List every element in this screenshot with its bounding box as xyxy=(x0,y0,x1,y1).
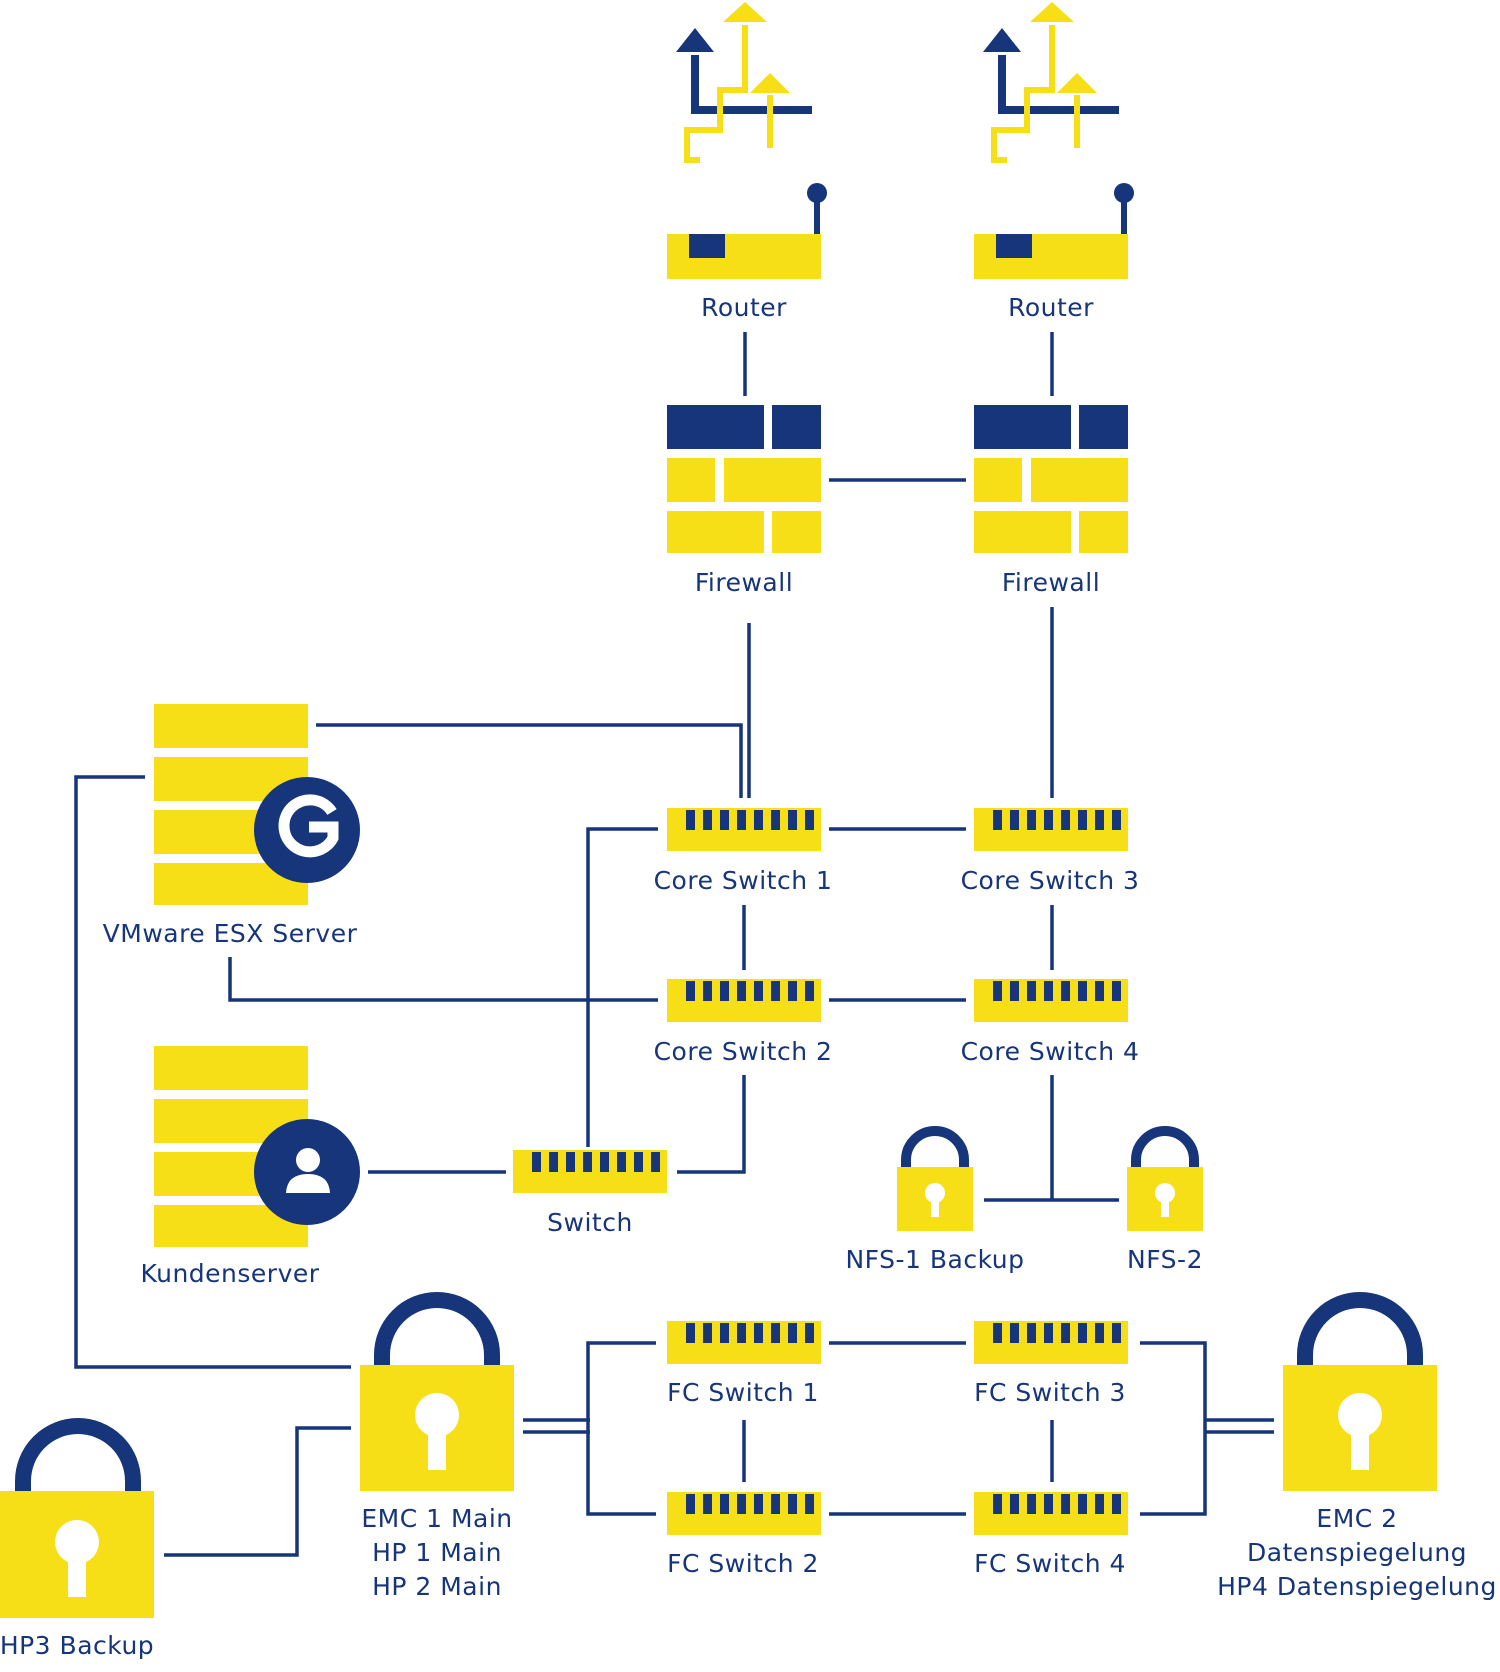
network-switch-icon-core-4 xyxy=(974,979,1128,1022)
padlock-icon-hp3 xyxy=(0,1418,154,1618)
fc-switch-4-label: FC Switch 4 xyxy=(974,1549,1126,1578)
network-switch-icon-core-2 xyxy=(667,979,821,1022)
hp3-label: HP3 Backup xyxy=(0,1631,155,1660)
emc1-label-line-1: EMC 1 Main xyxy=(361,1504,513,1533)
emc2-label: EMC 2 Datenspiegelung HP4 Datenspiegelun… xyxy=(1217,1502,1497,1604)
vmware-server-label: VMware ESX Server xyxy=(102,919,358,948)
firewall-icon-left xyxy=(667,405,821,553)
network-switch-icon-core-1 xyxy=(667,808,821,851)
nfs1-label: NFS-1 Backup xyxy=(845,1245,1025,1274)
emc1-label-line-3: HP 2 Main xyxy=(372,1572,502,1601)
network-switch-icon-fc-1 xyxy=(667,1321,821,1364)
core-switch-2-label: Core Switch 2 xyxy=(653,1037,833,1066)
nfs2-label: NFS-2 xyxy=(1127,1245,1203,1274)
fc-switch-3-label: FC Switch 3 xyxy=(974,1378,1126,1407)
fc-switch-1-label: FC Switch 1 xyxy=(667,1378,819,1407)
core-switch-3-label: Core Switch 3 xyxy=(960,866,1140,895)
fc-switch-2-label: FC Switch 2 xyxy=(667,1549,819,1578)
firewall-icon-right xyxy=(974,405,1128,553)
firewall-left-label: Firewall xyxy=(694,568,794,597)
user-badge-icon xyxy=(254,1119,360,1225)
core-switch-1-label: Core Switch 1 xyxy=(653,866,833,895)
customer-server-label: Kundenserver xyxy=(140,1259,320,1288)
emc1-label-line-2: HP 1 Main xyxy=(372,1538,502,1567)
emc2-label-line-1: EMC 2 xyxy=(1316,1504,1398,1533)
network-switch-icon-fc-4 xyxy=(974,1492,1128,1535)
network-switch-icon-core-3 xyxy=(974,808,1128,851)
router-icon-left xyxy=(667,183,827,279)
router-icon-right xyxy=(974,183,1134,279)
padlock-icon-emc2 xyxy=(1283,1292,1437,1491)
emc2-label-line-3: HP4 Datenspiegelung xyxy=(1217,1572,1497,1601)
emc1-label: EMC 1 Main HP 1 Main HP 2 Main xyxy=(361,1502,512,1604)
internet-upload-arrows-icon-right xyxy=(983,2,1119,163)
padlock-icon-emc1 xyxy=(360,1292,514,1491)
emc2-label-line-2: Datenspiegelung xyxy=(1246,1538,1468,1567)
core-switch-4-label: Core Switch 4 xyxy=(960,1037,1140,1066)
g-logo-badge-icon xyxy=(254,777,360,883)
padlock-icon-nfs2 xyxy=(1127,1126,1203,1231)
internet-upload-arrows-icon-left xyxy=(676,2,812,163)
connection-lines xyxy=(74,332,1274,1557)
switch-label: Switch xyxy=(547,1208,633,1237)
router-left-label: Router xyxy=(701,293,787,322)
network-switch-icon-fc-3 xyxy=(974,1321,1128,1364)
network-switch-icon-fc-2 xyxy=(667,1492,821,1535)
router-right-label: Router xyxy=(1008,293,1094,322)
firewall-right-label: Firewall xyxy=(1001,568,1101,597)
padlock-icon-nfs1 xyxy=(897,1126,973,1231)
network-switch-icon-switch xyxy=(513,1150,667,1193)
